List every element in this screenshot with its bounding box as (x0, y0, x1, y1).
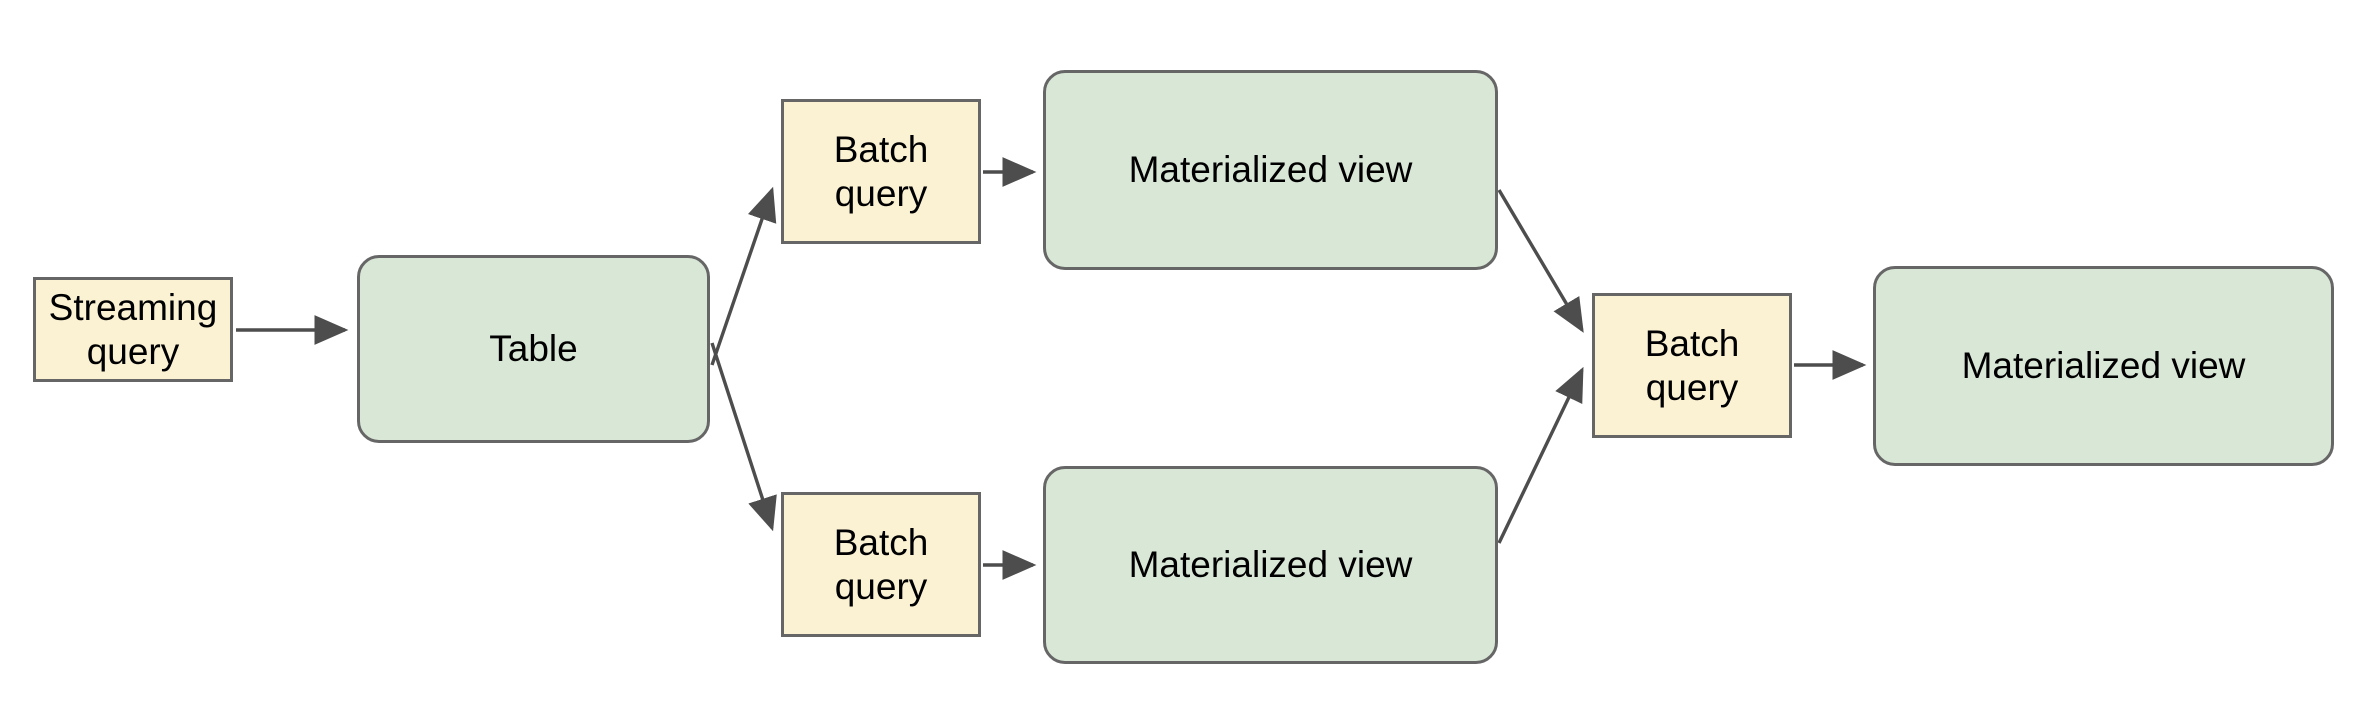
node-materialized-view-final[interactable]: Materialized view (1873, 266, 2334, 466)
node-table[interactable]: Table (357, 255, 710, 443)
node-materialized-view-bottom[interactable]: Materialized view (1043, 466, 1498, 664)
node-label: Materialized view (1128, 149, 1413, 191)
edge-mv-top-to-batch-join (1497, 189, 1584, 333)
node-batch-query-join[interactable]: Batch query (1592, 293, 1792, 438)
node-label: Batch query (833, 521, 929, 607)
node-label: Streaming query (48, 286, 218, 372)
node-materialized-view-top[interactable]: Materialized view (1043, 70, 1498, 270)
edge-table-to-batch-top (710, 186, 777, 366)
node-batch-query-bottom[interactable]: Batch query (781, 492, 981, 637)
node-label: Materialized view (1961, 345, 2246, 387)
node-batch-query-top[interactable]: Batch query (781, 99, 981, 244)
node-label: Table (489, 328, 578, 370)
edge-mv-bottom-to-batch-join (1497, 366, 1584, 544)
node-label: Batch query (1644, 322, 1740, 408)
node-label: Batch query (833, 128, 929, 214)
node-label: Materialized view (1128, 544, 1413, 586)
edge-table-to-batch-bottom (710, 342, 777, 532)
node-streaming-query[interactable]: Streaming query (33, 277, 233, 382)
